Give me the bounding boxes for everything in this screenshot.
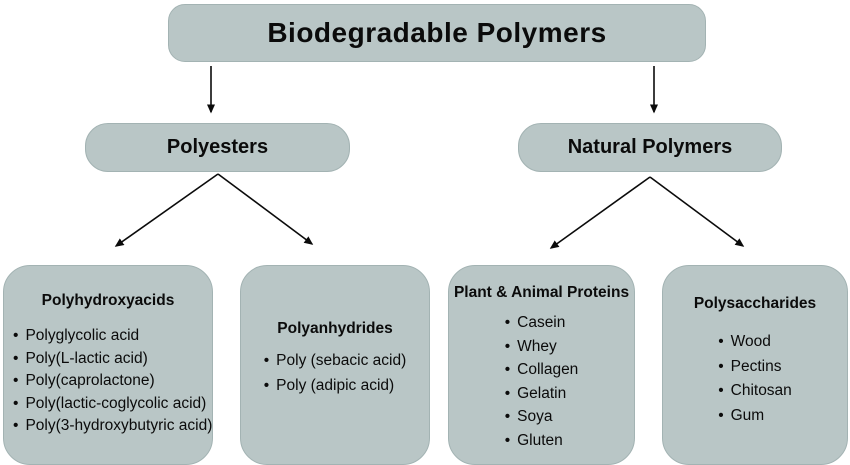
group-polyhydroxyacids: Polyhydroxyacids Polyglycolic acid Poly(… [3, 265, 213, 465]
group-title: Polysaccharides [693, 295, 817, 312]
list-item: Polyglycolic acid [13, 325, 212, 348]
list-item: Poly(lactic-coglycolic acid) [13, 393, 212, 416]
branch-label: Natural Polymers [567, 136, 733, 158]
group-title: Plant & Animal Proteins [453, 284, 630, 301]
group-item-list: Wood Pectins Chitosan Gum [718, 330, 792, 428]
arrow-polyesters-to-polyhydroxyacids [114, 173, 219, 247]
group-plant-animal-proteins: Plant & Animal Proteins Casein Whey Coll… [448, 265, 635, 465]
list-item: Poly(L-lactic acid) [13, 348, 212, 371]
root-label: Biodegradable Polymers [267, 17, 607, 48]
group-polysaccharides: Polysaccharides Wood Pectins Chitosan Gu… [662, 265, 848, 465]
list-item: Gluten [505, 429, 579, 453]
group-polyanhydrides: Polyanhydrides Poly (sebacic acid) Poly … [240, 265, 430, 465]
list-item: Casein [505, 311, 579, 335]
list-item: Chitosan [718, 379, 792, 404]
list-item: Pectins [718, 355, 792, 380]
node-natural-polymers: Natural Polymers [518, 123, 782, 172]
list-item: Gelatin [505, 382, 579, 406]
list-item: Soya [505, 405, 579, 429]
group-item-list: Polyglycolic acid Poly(L-lactic acid) Po… [4, 325, 212, 438]
node-biodegradable-polymers: Biodegradable Polymers [168, 4, 706, 62]
list-item: Gum [718, 404, 792, 429]
list-item: Poly(3-hydroxybutyric acid) [13, 415, 212, 438]
list-item: Whey [505, 335, 579, 359]
group-item-list: Poly (sebacic acid) Poly (adipic acid) [264, 348, 407, 398]
node-polyesters: Polyesters [85, 123, 350, 172]
list-item: Wood [718, 330, 792, 355]
list-item: Poly (sebacic acid) [264, 348, 406, 373]
group-item-list: Casein Whey Collagen Gelatin Soya Gluten [505, 311, 579, 453]
list-item: Poly(caprolactone) [13, 370, 212, 393]
group-title: Polyhydroxyacids [41, 292, 175, 309]
list-item: Collagen [505, 358, 578, 382]
arrow-polyesters-to-polyanhydrides [217, 173, 314, 245]
branch-label: Polyesters [166, 136, 269, 158]
arrow-natural-to-polysaccharides [649, 176, 745, 247]
arrow-natural-to-proteins [549, 176, 651, 249]
group-title: Polyanhydrides [277, 320, 393, 337]
list-item: Poly (adipic acid) [264, 373, 407, 398]
